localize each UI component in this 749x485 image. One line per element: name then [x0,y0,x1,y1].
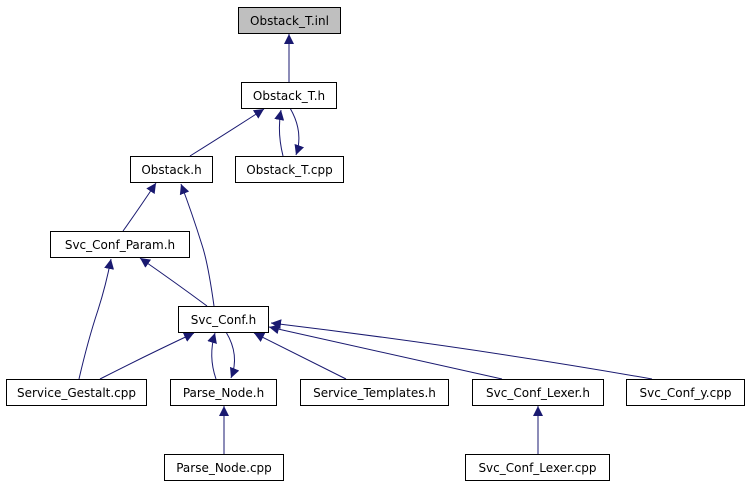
edge-svc-conf-lexer-h-to-svc-conf-h [268,324,503,380]
edge-svc-conf-h-to-parse-node-h [225,331,240,379]
node-svc-conf-y-cpp[interactable]: Svc_Conf_y.cpp [626,379,745,406]
node-obstack-t-cpp[interactable]: Obstack_T.cpp [235,156,344,183]
node-obstack-t-h[interactable]: Obstack_T.h [241,82,337,109]
edge-svc-conf-h-to-obstack-h [179,183,215,307]
node-service-templates-h[interactable]: Service_Templates.h [300,379,449,406]
edge-obstack-h-to-obstack-t-h [189,108,265,157]
node-obstack-t-inl[interactable]: Obstack_T.inl [238,7,341,34]
edge-svc-conf-h-to-svc-conf-param-h [139,257,208,307]
node-svc-conf-param-h[interactable]: Svc_Conf_Param.h [50,231,190,258]
edge-service-gestalt-cpp-to-svc-conf-h [99,332,195,380]
node-svc-conf-h[interactable]: Svc_Conf.h [178,306,269,333]
edge-svc-conf-param-h-to-obstack-h [122,182,157,232]
node-parse-node-h[interactable]: Parse_Node.h [170,379,277,406]
node-obstack-h[interactable]: Obstack.h [130,156,213,183]
node-svc-conf-lexer-cpp[interactable]: Svc_Conf_Lexer.cpp [465,454,610,481]
node-svc-conf-lexer-h[interactable]: Svc_Conf_Lexer.h [472,379,604,406]
edge-service-gestalt-cpp-to-svc-conf-param-h [78,258,115,380]
edge-parse-node-h-to-svc-conf-h [207,332,217,380]
node-parse-node-cpp[interactable]: Parse_Node.cpp [164,454,284,481]
edge-obstack-t-h-to-obstack-t-cpp [289,107,305,156]
edge-service-templates-h-to-svc-conf-h [253,332,347,380]
edge-svc-conf-y-cpp-to-svc-conf-h [270,319,653,380]
node-service-gestalt-cpp[interactable]: Service_Gestalt.cpp [6,379,147,406]
edge-obstack-t-cpp-to-obstack-t-h [274,109,285,157]
